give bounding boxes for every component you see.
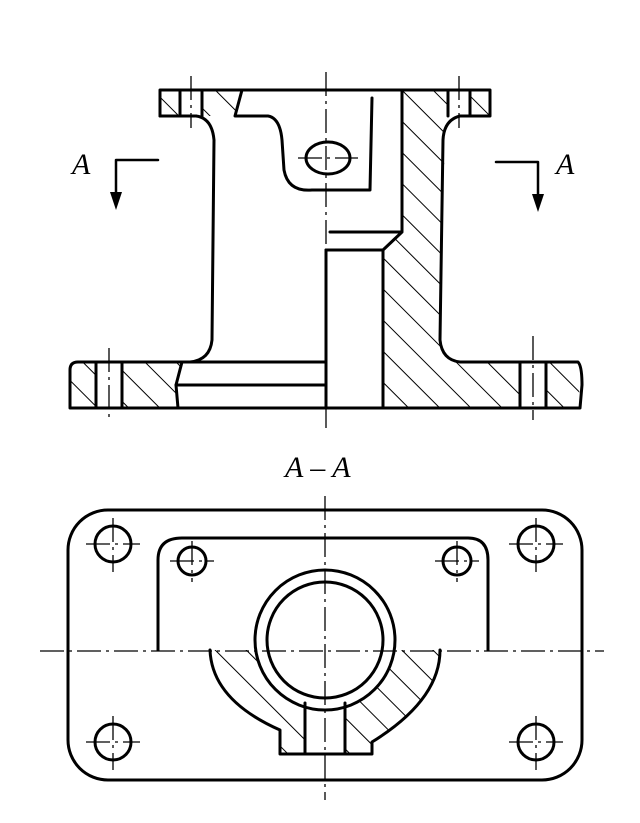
boss-outer-fill [255,570,395,710]
inner-bore [174,88,404,410]
section-arrow-left: A [70,148,160,210]
section-view [40,496,604,800]
section-label-left: A [70,148,91,181]
bolt-slot-top-right [448,90,470,116]
section-label-right: A [554,148,575,181]
bolt-slot-top-left [180,90,202,116]
hatch-right-wall [383,90,580,408]
inner-left-profile [233,88,374,192]
rib-outline [208,648,442,756]
front-view: A A [68,72,584,428]
section-view-title: A – A [283,451,351,484]
section-arrow-right: A [494,148,575,212]
front-outer-outline [68,88,584,410]
hatch-bottom-flange-left [70,362,182,408]
